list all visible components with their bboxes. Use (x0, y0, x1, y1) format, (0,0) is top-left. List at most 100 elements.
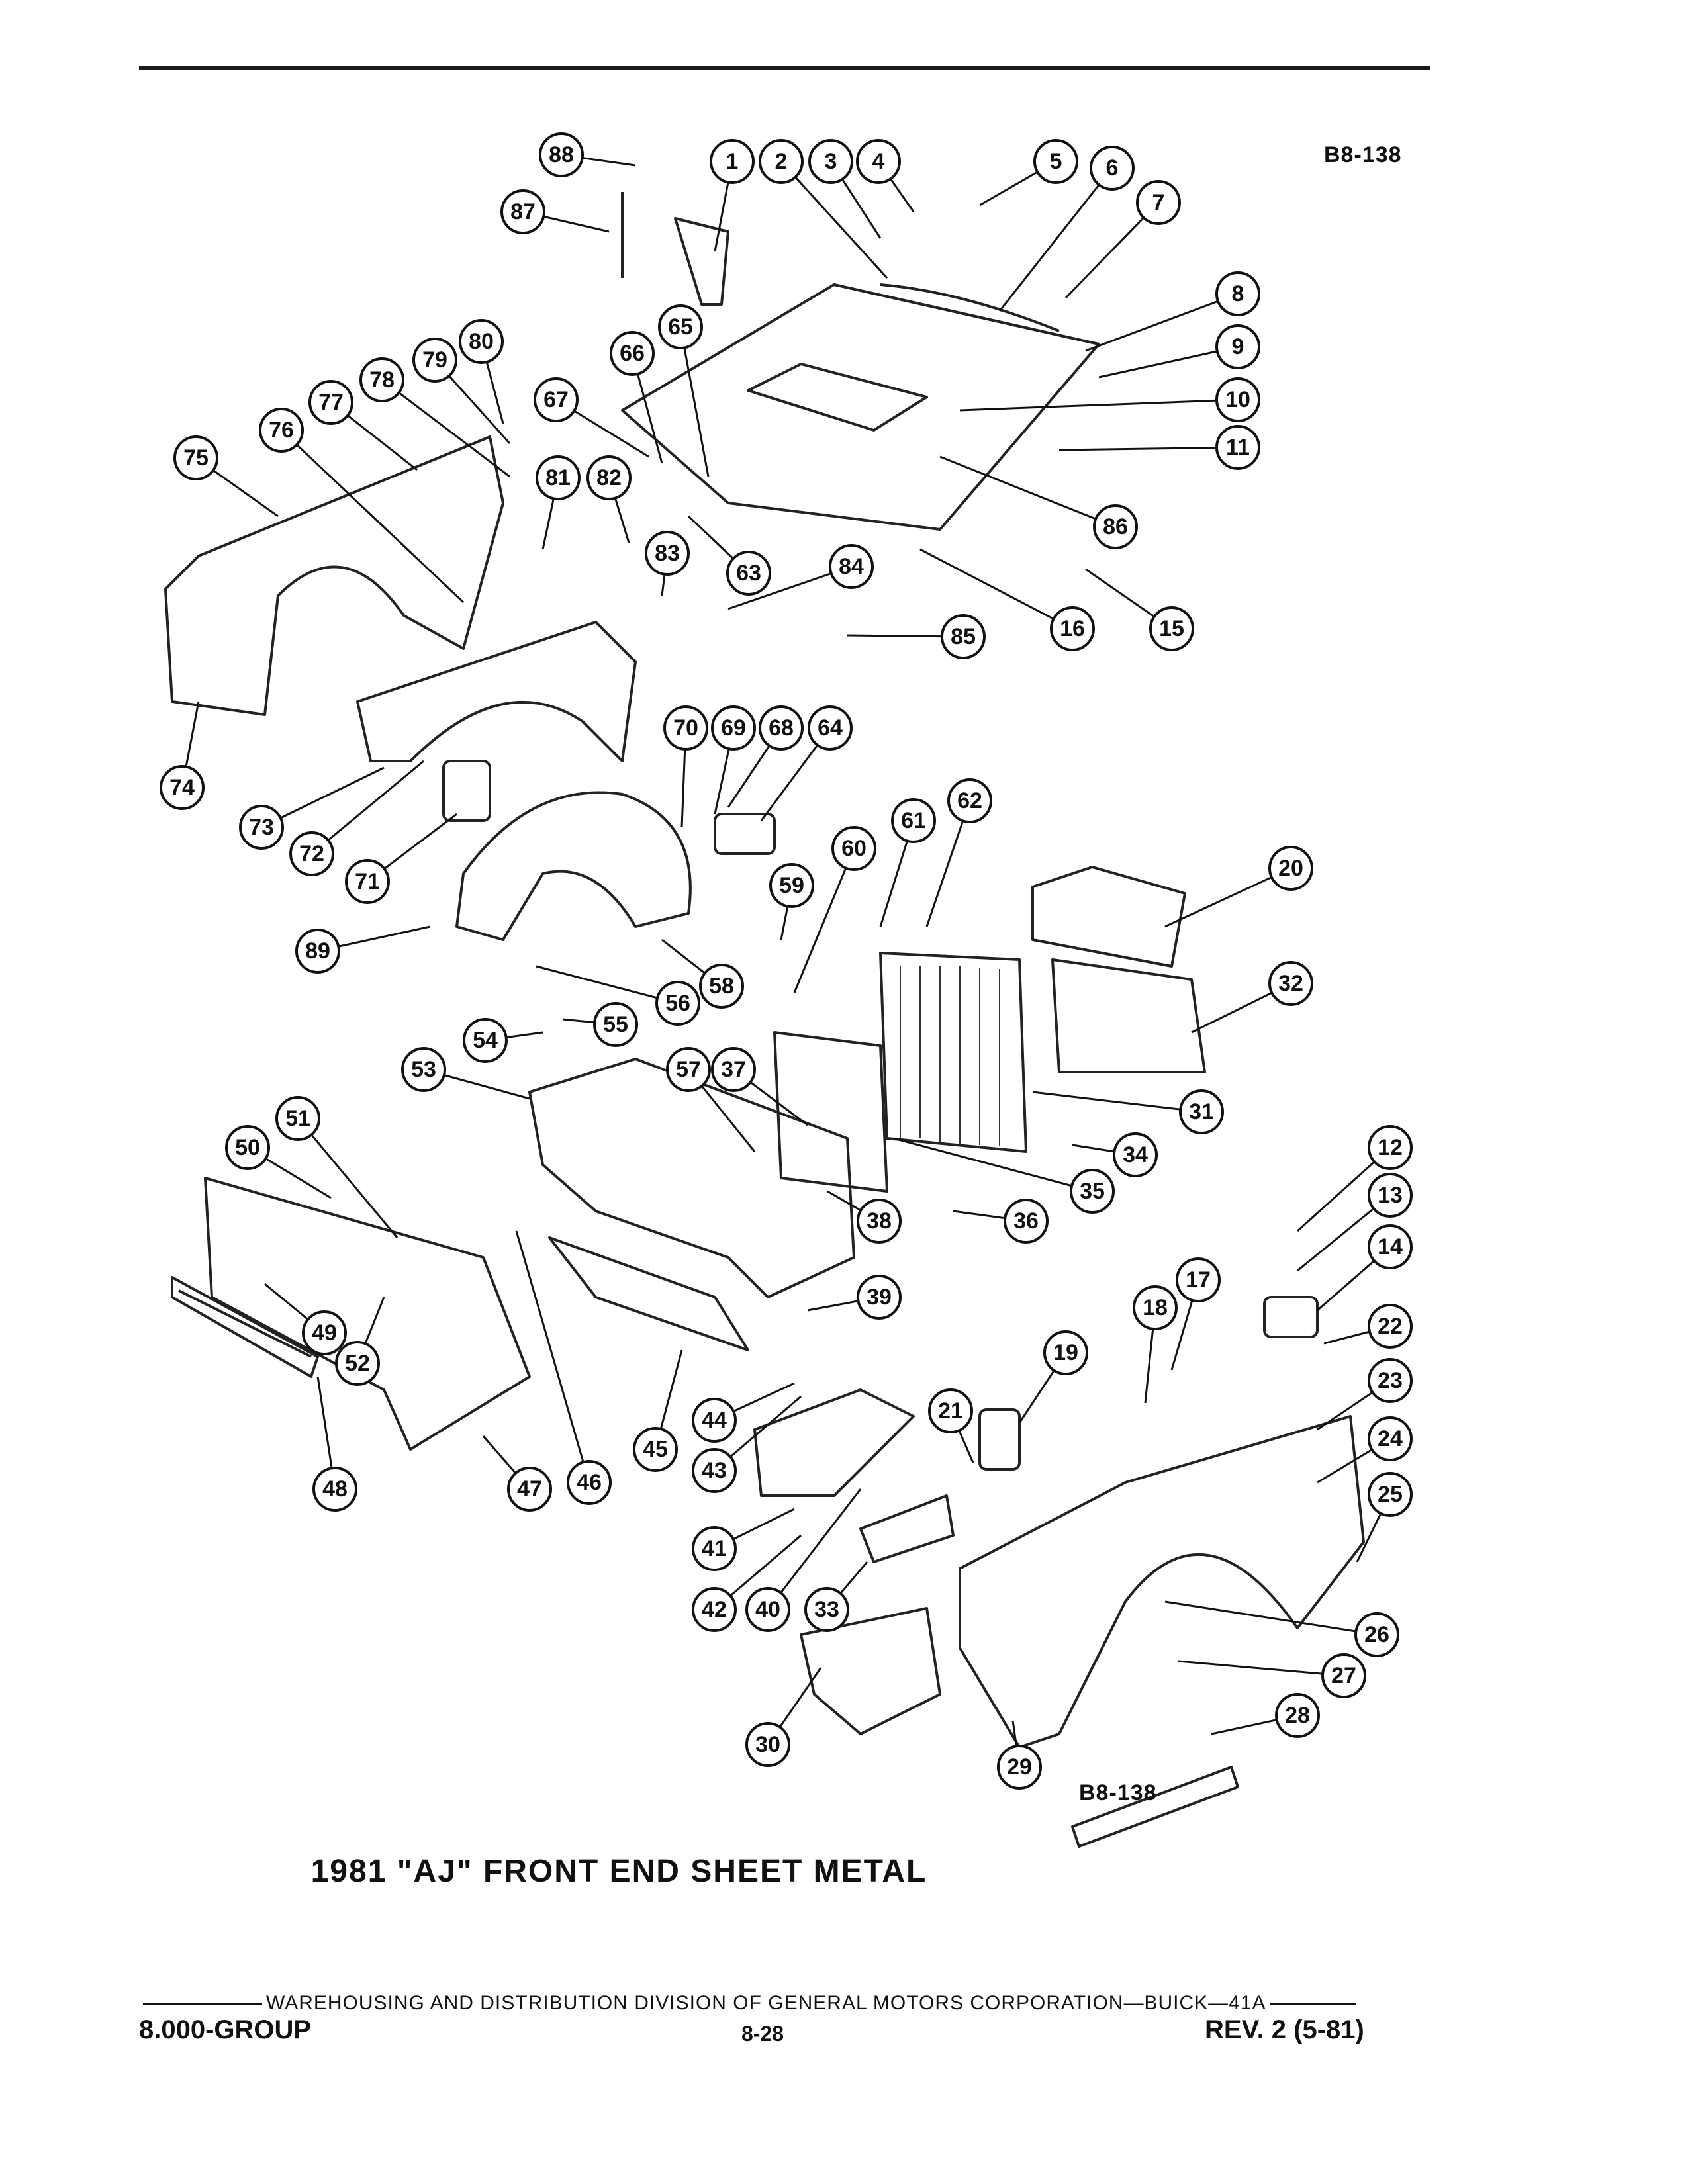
figure-code-bottom: B8-138 (1079, 1780, 1157, 1805)
callout-number-71: 71 (355, 869, 380, 894)
callout-number-57: 57 (676, 1057, 701, 1082)
footer-publisher-line: WAREHOUSING AND DISTRIBUTION DIVISION OF… (139, 1992, 1397, 2015)
callout-74: 74 (160, 765, 205, 810)
callout-62: 62 (947, 778, 992, 823)
callout-number-23: 23 (1378, 1368, 1403, 1393)
callout-number-78: 78 (369, 367, 395, 392)
leader-line-6 (998, 167, 1113, 312)
leader-line-10 (959, 398, 1239, 412)
callout-2: 2 (759, 139, 804, 184)
header-rule (139, 66, 1430, 70)
callout-number-66: 66 (620, 341, 645, 366)
callout-number-65: 65 (668, 314, 693, 340)
leader-line-60 (793, 848, 855, 993)
callout-circle-42 (692, 1587, 737, 1632)
callout-circle-10 (1215, 377, 1260, 422)
callout-circle-79 (412, 338, 457, 383)
callout-72: 72 (289, 831, 334, 876)
callout-circle-38 (857, 1199, 902, 1244)
frame-horn (753, 1388, 915, 1497)
callout-number-77: 77 (318, 390, 344, 415)
callout-circle-82 (586, 455, 632, 500)
callout-67: 67 (534, 377, 579, 422)
callout-circle-50 (225, 1125, 270, 1170)
callout-46: 46 (567, 1460, 612, 1505)
footer-group: 8.000-GROUP (139, 2015, 312, 2044)
callout-number-53: 53 (411, 1057, 436, 1082)
callout-26: 26 (1354, 1612, 1399, 1657)
callout-circle-32 (1268, 961, 1313, 1006)
callout-number-22: 22 (1378, 1314, 1403, 1339)
callout-20: 20 (1268, 846, 1313, 891)
callout-circle-16 (1050, 606, 1095, 651)
callout-circle-54 (463, 1018, 508, 1063)
callout-circle-51 (275, 1096, 320, 1141)
callout-number-51: 51 (285, 1106, 310, 1131)
callout-86: 86 (1093, 504, 1138, 549)
callout-number-86: 86 (1103, 514, 1128, 539)
callout-circle-78 (359, 357, 404, 402)
coolant-reservoir (714, 813, 776, 855)
callout-number-75: 75 (183, 445, 209, 471)
callout-number-89: 89 (305, 938, 330, 964)
callout-circle-8 (1215, 271, 1260, 316)
wheelhouse-panel (455, 791, 692, 941)
callout-4: 4 (856, 139, 901, 184)
callout-circle-21 (928, 1388, 973, 1433)
callout-circle-11 (1215, 425, 1260, 470)
lower-grille (178, 1289, 312, 1358)
callout-45: 45 (633, 1427, 678, 1472)
callout-10: 10 (1215, 377, 1260, 422)
callout-number-5: 5 (1050, 149, 1062, 174)
leader-line-27 (1178, 1660, 1344, 1677)
callout-number-72: 72 (299, 841, 324, 866)
footer-dash-left (143, 2003, 262, 2005)
callout-number-52: 52 (345, 1351, 370, 1376)
right-fender (959, 1415, 1365, 1749)
leader-line-51 (297, 1118, 399, 1238)
callout-53: 53 (401, 1047, 446, 1092)
callout-circle-43 (692, 1448, 737, 1493)
callout-75: 75 (173, 435, 218, 480)
callout-76: 76 (259, 408, 304, 453)
callout-number-24: 24 (1378, 1426, 1403, 1451)
callout-number-28: 28 (1285, 1703, 1310, 1728)
page-number: 8-28 (741, 2022, 784, 2046)
callout-number-64: 64 (818, 715, 843, 741)
callout-1: 1 (710, 139, 755, 184)
callout-32: 32 (1268, 961, 1313, 1006)
callout-13: 13 (1368, 1173, 1413, 1218)
callout-19: 19 (1043, 1330, 1088, 1375)
callout-number-60: 60 (841, 836, 867, 861)
callout-circle-25 (1368, 1472, 1413, 1517)
callout-47: 47 (507, 1467, 552, 1512)
callout-8: 8 (1215, 271, 1260, 316)
callout-number-27: 27 (1331, 1663, 1356, 1688)
leader-line-16 (919, 548, 1073, 630)
callout-circle-35 (1070, 1169, 1115, 1214)
callout-58: 58 (699, 964, 744, 1009)
left-fender (164, 435, 504, 716)
callout-35: 35 (1070, 1169, 1115, 1214)
callout-circle-59 (769, 863, 814, 908)
callout-number-26: 26 (1364, 1622, 1389, 1647)
callout-circle-45 (633, 1427, 678, 1472)
callout-number-3: 3 (825, 149, 837, 174)
callout-number-42: 42 (702, 1597, 727, 1622)
callout-circle-58 (699, 964, 744, 1009)
callout-circle-31 (1179, 1089, 1224, 1134)
callout-25: 25 (1368, 1472, 1413, 1517)
callout-circle-18 (1133, 1285, 1178, 1330)
grille (171, 1276, 319, 1378)
callout-number-18: 18 (1143, 1295, 1168, 1320)
callout-circle-70 (663, 705, 708, 751)
callout-circle-36 (1004, 1199, 1049, 1244)
callout-31: 31 (1179, 1089, 1224, 1134)
callout-number-46: 46 (577, 1470, 602, 1495)
leader-line-78 (381, 379, 510, 478)
radiator-support (528, 1058, 855, 1298)
callout-circle-81 (536, 455, 581, 500)
callout-29: 29 (997, 1745, 1042, 1790)
callout-circle-65 (658, 304, 703, 349)
callout-16: 16 (1050, 606, 1095, 651)
